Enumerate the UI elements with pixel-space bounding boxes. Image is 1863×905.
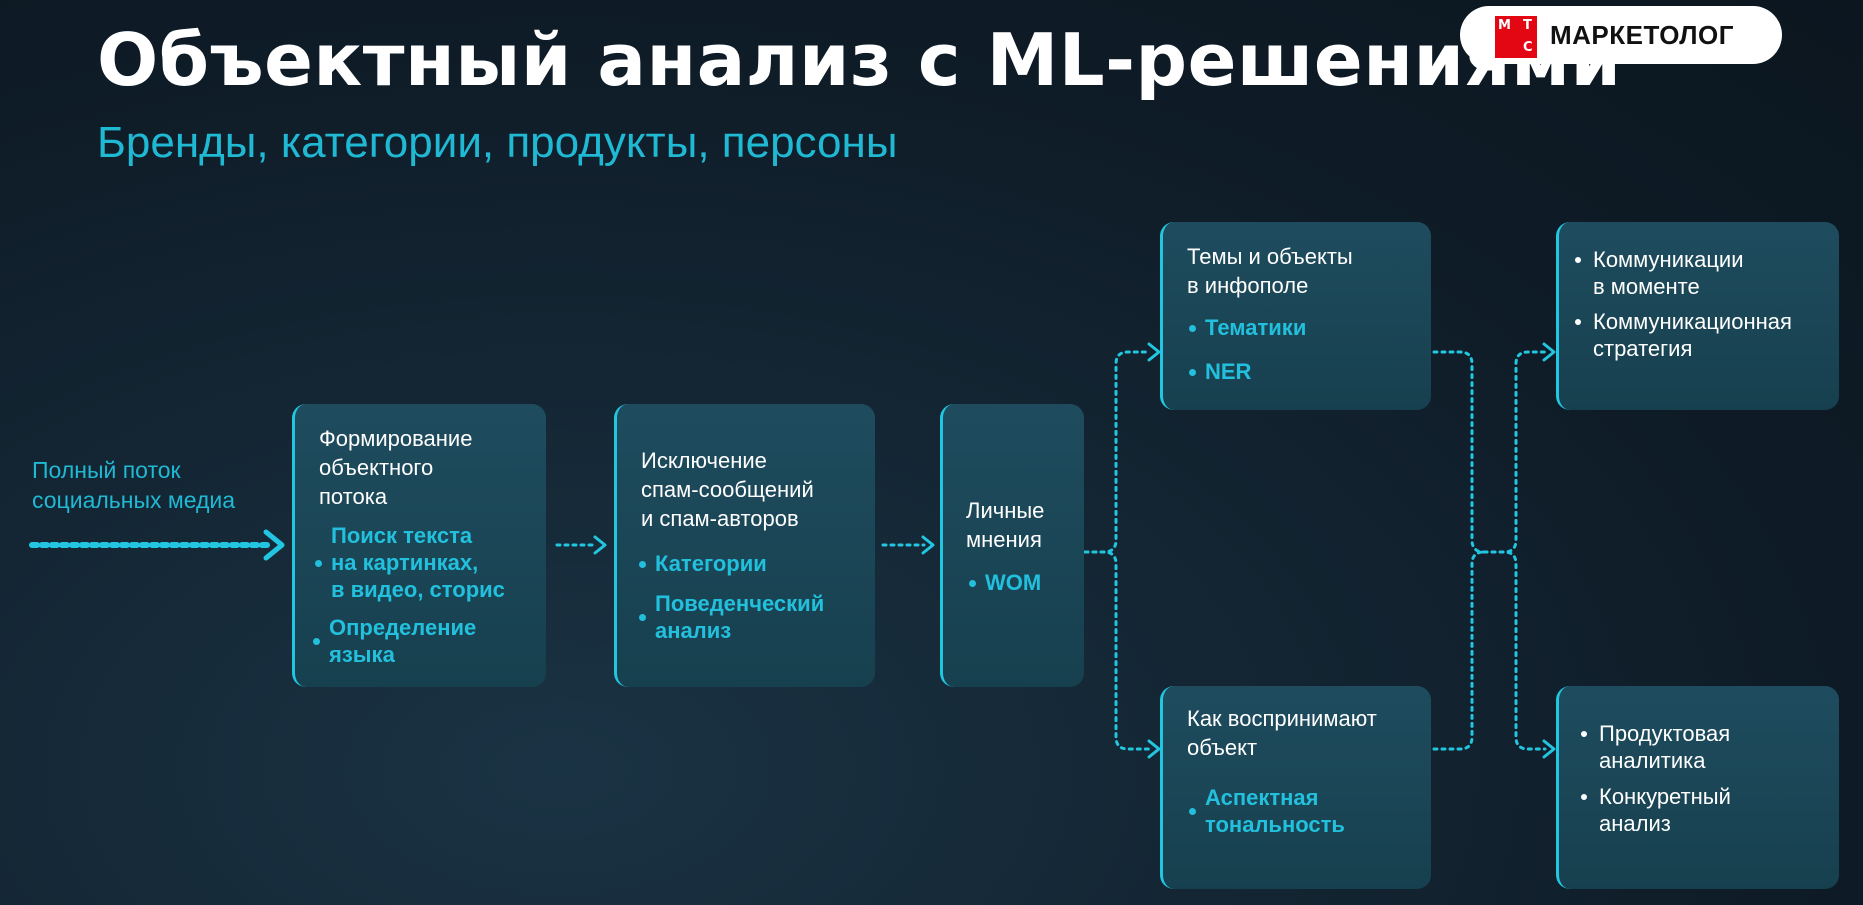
branch-title: Как воспринимают объект — [1187, 706, 1377, 760]
output-item-competitive-analysis: Конкуретный анализ — [1577, 783, 1731, 837]
merge-from-topics — [1432, 350, 1486, 554]
logo-letter-s: С — [1523, 40, 1533, 55]
output-box-analytics: Продуктовая аналитика Конкуретный анализ — [1556, 686, 1839, 889]
arrow-to-perception — [1083, 550, 1152, 751]
bullet-topics: Тематики — [1187, 314, 1306, 341]
bullet-aspect-sentiment: Аспектная тональность — [1187, 784, 1345, 838]
input-label-line2: социальных медиа — [32, 487, 236, 513]
stage-title: Формирование объектного потока — [319, 426, 473, 509]
mts-logo-mark: М Т С — [1495, 16, 1537, 58]
merge-from-perception — [1432, 550, 1486, 751]
arrow-to-output-bottom — [1482, 550, 1547, 751]
input-label: Полный поток социальных медиа — [32, 455, 235, 515]
input-label-line1: Полный поток — [32, 457, 181, 483]
bullet-text-search: Поиск текста на картинках, в видео, стор… — [313, 522, 505, 603]
arrow-to-output-top — [1482, 350, 1547, 554]
output-box-communications: Коммуникации в моменте Коммуникационная … — [1556, 222, 1839, 410]
slide-subtitle: Бренды, категории, продукты, персоны — [97, 118, 898, 167]
bullet-ner: NER — [1187, 358, 1251, 385]
bullet-wom: WOM — [967, 569, 1041, 596]
output-item-communication-strategy: Коммуникационная стратегия — [1571, 308, 1792, 362]
stage-box-object-stream: Формирование объектного потока Поиск тек… — [292, 404, 546, 687]
logo-text: МАРКЕТОЛОГ — [1550, 20, 1735, 50]
input-arrow-head — [263, 529, 285, 561]
bullet-behavioral-analysis: Поведенческий анализ — [637, 590, 824, 644]
branch-title: Темы и объекты в инфополе — [1187, 244, 1353, 298]
arrow-to-topics — [1083, 350, 1152, 554]
stage-box-personal-opinions: Личные мнения WOM — [940, 404, 1084, 687]
stage-title: Личные мнения — [966, 498, 1045, 552]
output-item-communications-moment: Коммуникации в моменте — [1571, 246, 1744, 300]
output-item-product-analytics: Продуктовая аналитика — [1577, 720, 1730, 774]
logo-letter-t: Т — [1523, 18, 1532, 33]
slide-title: Объектный анализ с ML-решениями — [97, 18, 1622, 102]
branch-box-perception: Как воспринимают объект Аспектная тональ… — [1160, 686, 1431, 889]
branch-box-topics: Темы и объекты в инфополе Тематики NER — [1160, 222, 1431, 410]
logo-letter-m: М — [1498, 18, 1511, 33]
stage-title: Исключение спам-сообщений и спам-авторов — [641, 448, 814, 531]
bullet-language-detection: Определение языка — [311, 614, 476, 668]
bullet-categories: Категории — [637, 550, 767, 577]
mts-marketolog-logo: М Т С МАРКЕТОЛОГ — [1460, 6, 1782, 64]
stage-box-spam-filter: Исключение спам-сообщений и спам-авторов… — [614, 404, 875, 687]
